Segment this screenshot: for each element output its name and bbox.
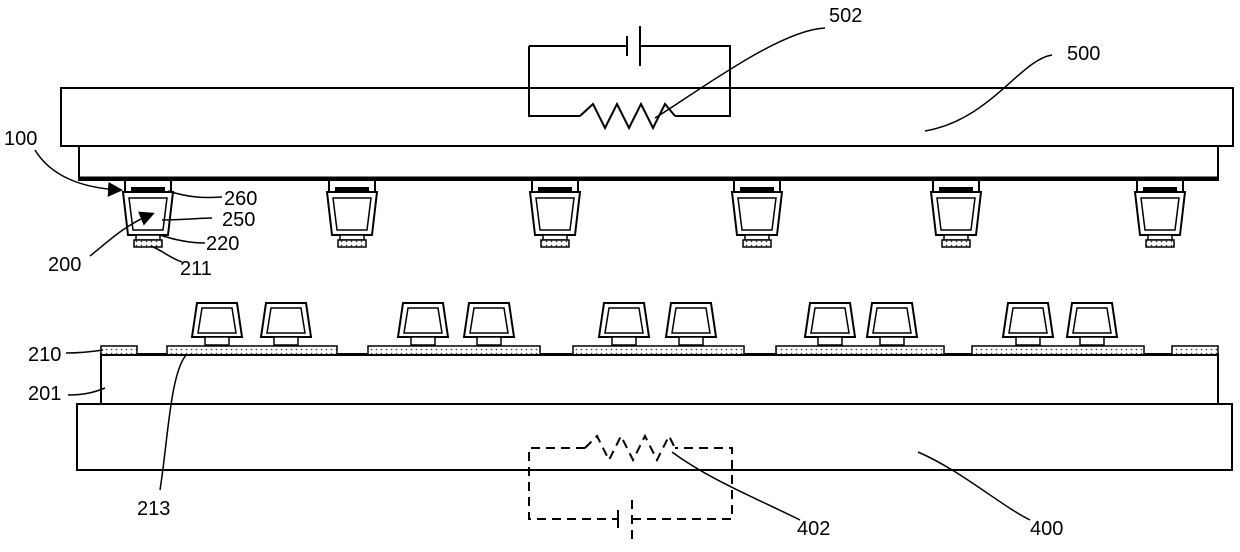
upper-chip — [530, 180, 580, 247]
bonding-pad — [1172, 346, 1218, 355]
label-250: 250 — [222, 209, 255, 231]
lower-chip-array — [192, 303, 1117, 345]
bonding-pad — [776, 346, 944, 355]
label-402: 402 — [797, 518, 830, 540]
bonding-pad — [573, 346, 744, 355]
lower-chip — [1003, 303, 1053, 345]
bonding-pad — [101, 346, 137, 355]
circuit-502 — [529, 26, 730, 128]
lower-chip — [1067, 303, 1117, 345]
label-500: 500 — [1067, 43, 1100, 65]
lower-chip — [805, 303, 855, 345]
label-220: 220 — [206, 233, 239, 255]
label-213: 213 — [137, 498, 170, 520]
lower-chip — [261, 303, 311, 345]
upper-chip — [732, 180, 782, 247]
lower-substrate-400 — [77, 354, 1232, 470]
lower-chip — [867, 303, 917, 345]
circuit-402 — [529, 436, 732, 544]
lower-chip — [666, 303, 716, 345]
lower-chip — [599, 303, 649, 345]
label-260: 260 — [224, 188, 257, 210]
lower-chip — [398, 303, 448, 345]
label-210: 210 — [28, 344, 61, 366]
upper-chip-array — [123, 180, 1185, 247]
label-502: 502 — [829, 5, 862, 27]
upper-chip — [327, 180, 377, 247]
label-211: 211 — [180, 258, 212, 280]
lower-chip — [464, 303, 514, 345]
upper-substrate-500 — [61, 88, 1233, 180]
label-200: 200 — [48, 254, 81, 276]
lower-chip — [192, 303, 242, 345]
upper-chip — [931, 180, 981, 247]
upper-chip — [1135, 180, 1185, 247]
label-201: 201 — [28, 383, 61, 405]
label-400: 400 — [1030, 518, 1063, 540]
bonding-pad — [972, 346, 1144, 355]
label-100: 100 — [4, 128, 37, 150]
reference-labels: 502 500 100 260 250 220 200 211 210 201 … — [4, 5, 1100, 540]
bonding-pad-layer-210 — [101, 346, 1218, 355]
bonding-pad — [167, 346, 337, 355]
bonding-pad — [368, 346, 540, 355]
